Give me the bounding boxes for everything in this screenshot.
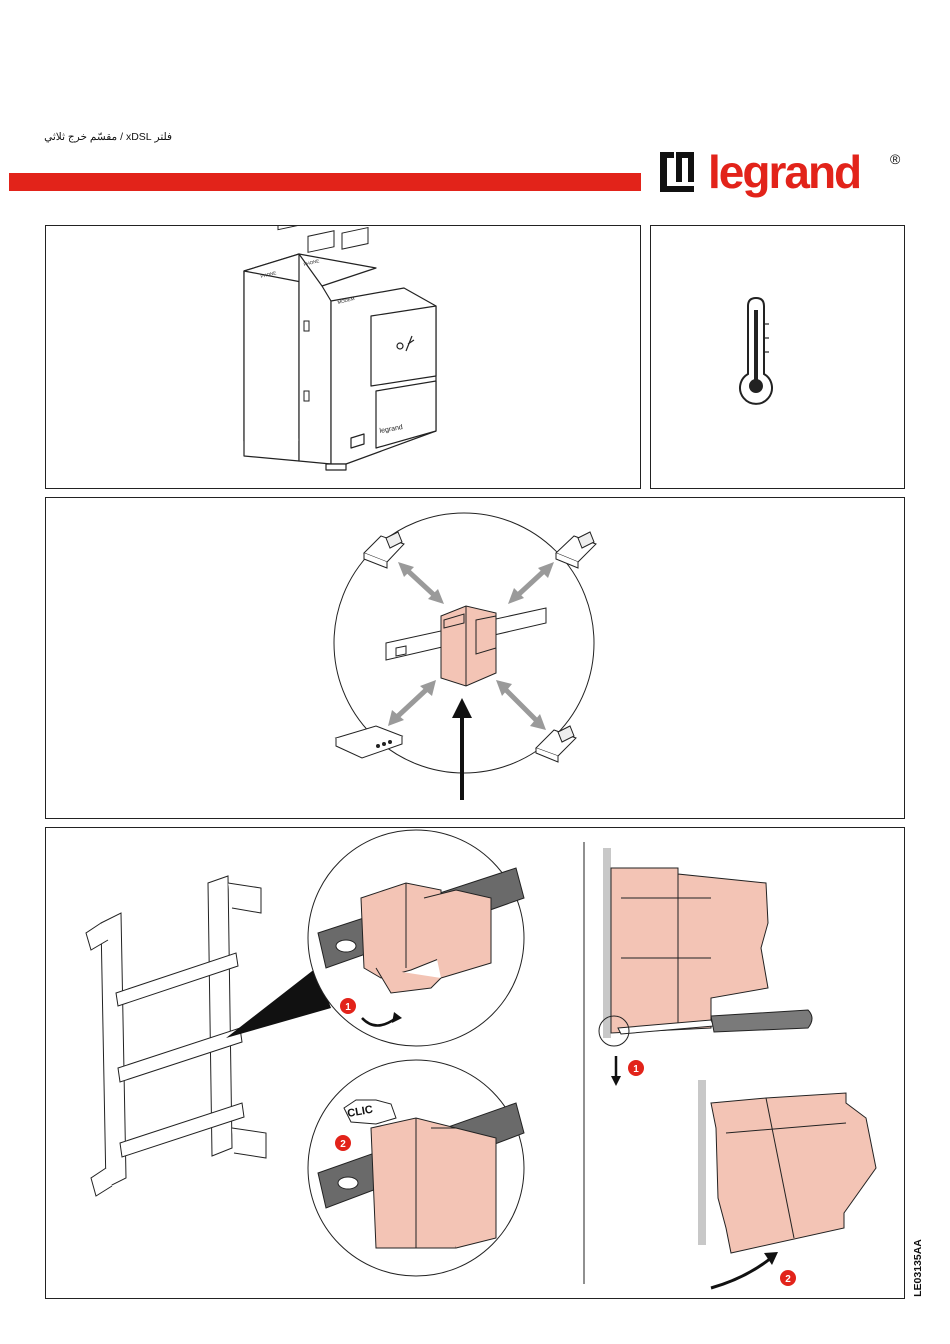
module-remove-1 [611, 868, 768, 1033]
thermometer-icon [651, 226, 904, 488]
module-remove-2 [711, 1093, 876, 1253]
installation-panel: 1 CLIC 2 [45, 827, 905, 1299]
product-panel: PHONE PHONE MODEM legrand [45, 225, 641, 489]
legrand-mark-icon [660, 152, 694, 192]
temperature-panel [650, 225, 905, 489]
zoom-wedge [226, 968, 331, 1038]
step-2-badge-install: 2 [335, 1135, 351, 1151]
module-illustration: PHONE PHONE MODEM legrand [46, 226, 640, 488]
connection-diagram [46, 498, 904, 818]
svg-text:1: 1 [633, 1064, 639, 1075]
module-zoom-2 [371, 1118, 496, 1248]
down-arrow-icon [611, 1056, 621, 1086]
step-1-badge-remove: 1 [628, 1060, 644, 1076]
svg-text:2: 2 [785, 1274, 791, 1285]
module-center-icon [441, 606, 496, 686]
svg-text:2: 2 [340, 1139, 346, 1150]
step-2-badge-remove: 2 [780, 1270, 796, 1286]
rotate-arrow-icon [711, 1252, 778, 1288]
step-1-badge-install: 1 [340, 998, 356, 1014]
brand-wordmark: legrand [708, 146, 860, 198]
svg-text:1: 1 [345, 1002, 351, 1013]
document-code: LE03135AA [894, 1238, 942, 1298]
legrand-logo: legrand ® [658, 146, 908, 212]
document-title: فلتر xDSL / مقسّم خرج ثلاثي [40, 131, 172, 143]
installation-illustration: 1 CLIC 2 [46, 828, 904, 1298]
clic-badge: CLIC [344, 1100, 396, 1124]
header-red-bar [9, 173, 641, 191]
enclosure-frame-icon [86, 876, 266, 1196]
document-code-text: LE03135AA [912, 1239, 924, 1297]
connection-panel [45, 497, 905, 819]
registered-mark: ® [890, 151, 901, 167]
